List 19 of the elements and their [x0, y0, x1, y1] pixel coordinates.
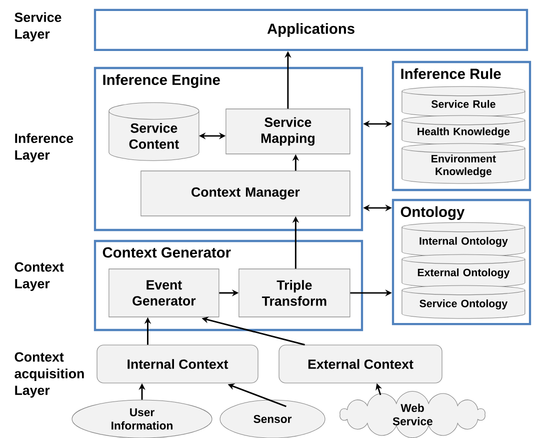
process-box: Applications: [94, 8, 528, 52]
rounded-box: Internal Context: [96, 344, 258, 384]
process-box: Triple Transform: [238, 268, 350, 318]
process-box: Event Generator: [108, 268, 220, 318]
database-cylinder: Service Rule: [402, 86, 526, 117]
source-cloud: Web Service: [340, 390, 486, 438]
database-cylinder: Internal Ontology: [402, 222, 526, 257]
database-cylinder: Service Ontology: [402, 285, 526, 319]
database-cylinder: Service Content: [108, 102, 200, 161]
process-box: Service Mapping: [226, 108, 350, 154]
database-cylinder: Health Knowledge: [402, 115, 526, 145]
database-cylinder: External Ontology: [402, 254, 526, 288]
layer-label: Context acquisition Layer: [14, 352, 84, 398]
rounded-box: External Context: [278, 344, 442, 384]
database-cylinder: Environment Knowledge: [402, 143, 526, 184]
process-box: Context Manager: [140, 170, 350, 216]
layer-label: Context Layer: [14, 262, 64, 291]
layer-label: Inference Layer: [15, 133, 74, 162]
layer-label: Service Layer: [14, 12, 62, 42]
